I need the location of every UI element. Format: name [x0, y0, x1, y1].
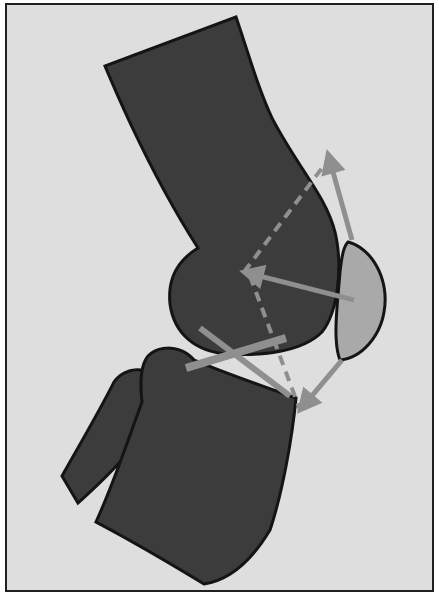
- knee-diagram-canvas: [0, 0, 439, 595]
- knee-diagram-figure: [0, 0, 439, 595]
